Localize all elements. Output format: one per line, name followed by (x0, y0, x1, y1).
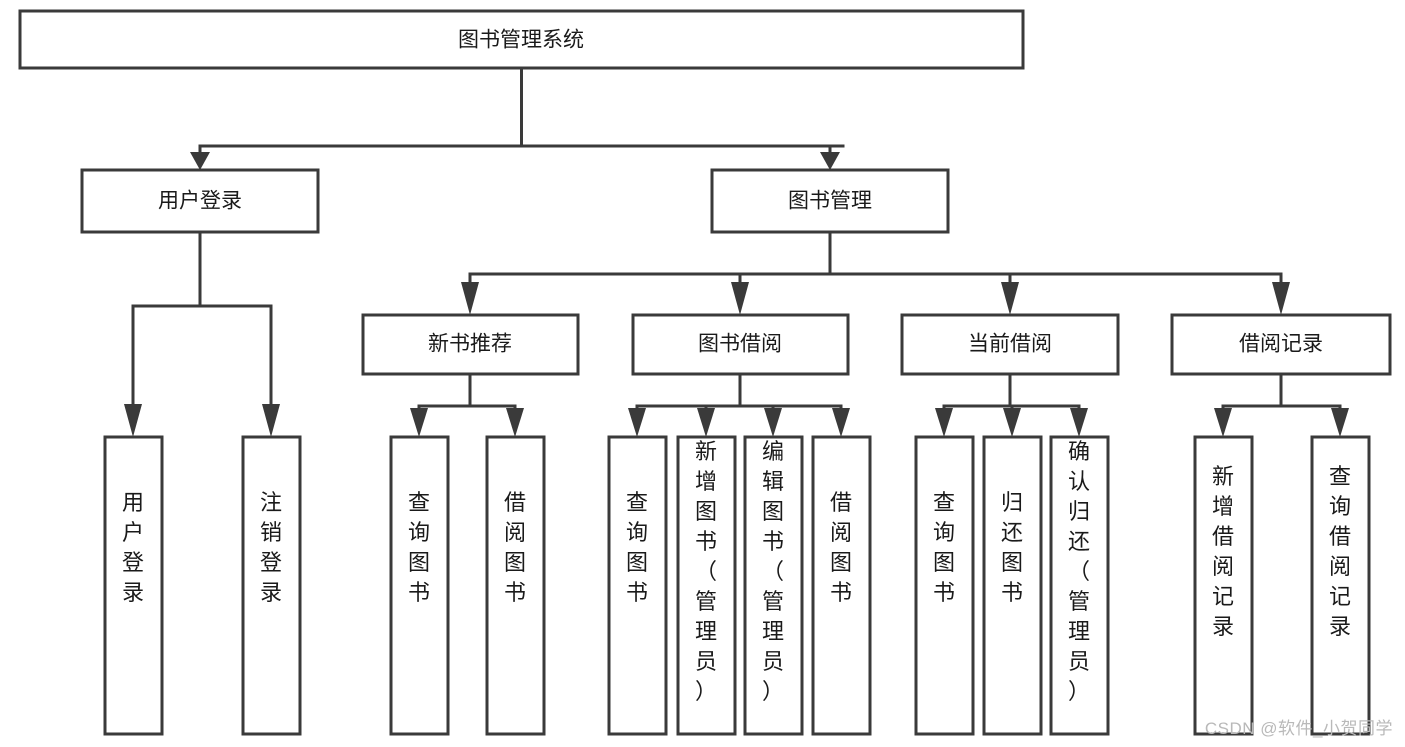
arrow-to-book-mgmt (820, 152, 840, 170)
arrow-book-borrow-leaf2 (764, 408, 782, 437)
node-current-borrow-label: 当前借阅 (968, 333, 1052, 356)
leaf-current-borrow-2-box[interactable] (1049, 435, 1110, 736)
arrow-user-login-leaf0 (124, 404, 142, 437)
node-user-login[interactable]: 用户登录 (80, 168, 320, 234)
leaf-user-login-0-label: 用户登录 (122, 490, 144, 605)
leaf-book-borrow-2-box[interactable] (743, 435, 804, 736)
leaf-borrow-record-1-box[interactable] (1310, 435, 1371, 736)
leaf-book-borrow-3[interactable]: 借阅图书 (811, 435, 872, 736)
leaf-current-borrow-1-label: 归还图书 (1001, 490, 1023, 605)
leaf-user-login-0[interactable]: 用户登录 (103, 435, 164, 736)
arrow-user-login-leaf1 (262, 404, 280, 437)
leaf-user-login-1-box[interactable] (241, 435, 302, 736)
node-root-box[interactable] (18, 9, 1025, 70)
arrow-to-new-book (461, 282, 479, 315)
arrow-to-borrow-record (1272, 282, 1290, 315)
node-book-borrow[interactable]: 图书借阅 (631, 313, 850, 376)
leaf-book-borrow-1-box[interactable] (676, 435, 737, 736)
leaf-borrow-record-0-label: 新增借阅记录 (1212, 464, 1234, 639)
node-user-login-box[interactable] (80, 168, 320, 234)
leaf-new-book-0-box[interactable] (389, 435, 450, 736)
node-new-book-recommend-label: 新书推荐 (428, 333, 512, 356)
node-current-borrow-box[interactable] (900, 313, 1120, 376)
leaf-current-borrow-0-box[interactable] (914, 435, 975, 736)
node-current-borrow[interactable]: 当前借阅 (900, 313, 1120, 376)
leaf-book-borrow-0[interactable]: 查询图书 (607, 435, 668, 736)
arrow-to-current-borrow (1001, 282, 1019, 315)
node-book-borrow-label: 图书借阅 (698, 333, 782, 356)
arrow-borrow-record-leaf1 (1331, 408, 1349, 437)
node-book-management-label: 图书管理 (788, 190, 872, 213)
node-book-management-box[interactable] (710, 168, 950, 234)
arrow-to-user-login (190, 152, 210, 170)
leaf-borrow-record-1[interactable]: 查询借阅记录 (1310, 435, 1371, 736)
leaf-book-borrow-3-label: 借阅图书 (830, 490, 852, 605)
leaf-new-book-0-label: 查询图书 (408, 490, 430, 605)
node-borrow-record-label: 借阅记录 (1239, 333, 1323, 356)
arrow-current-borrow-leaf2 (1070, 408, 1088, 437)
leaf-book-borrow-0-label: 查询图书 (626, 490, 648, 605)
node-user-login-label: 用户登录 (158, 190, 242, 213)
node-borrow-record[interactable]: 借阅记录 (1170, 313, 1392, 376)
arrow-book-borrow-leaf3 (832, 408, 850, 437)
arrow-borrow-record-leaf0 (1214, 408, 1232, 437)
leaf-new-book-1-box[interactable] (485, 435, 546, 736)
leaf-new-book-1[interactable]: 借阅图书 (485, 435, 546, 736)
leaf-user-login-1-label: 注销登录 (260, 490, 282, 605)
arrow-book-borrow-leaf1 (697, 408, 715, 437)
node-new-book-recommend-box[interactable] (361, 313, 580, 376)
node-root[interactable]: 图书管理系统 (18, 9, 1025, 70)
leaf-borrow-record-1-label: 查询借阅记录 (1329, 464, 1351, 639)
leaf-current-borrow-0-label: 查询图书 (933, 490, 955, 605)
node-borrow-record-box[interactable] (1170, 313, 1392, 376)
leaf-current-borrow-1-box[interactable] (982, 435, 1043, 736)
leaf-book-borrow-3-box[interactable] (811, 435, 872, 736)
leaf-current-borrow-2-label: 确认归还（管理员） (1068, 439, 1090, 704)
leaf-book-borrow-1[interactable]: 新增图书（管理员） (676, 435, 737, 736)
arrow-new-book-leaf1 (506, 408, 524, 437)
arrow-current-borrow-leaf1 (1003, 408, 1021, 437)
node-book-management[interactable]: 图书管理 (710, 168, 950, 234)
leaf-book-borrow-1-label: 新增图书（管理员） (695, 439, 717, 704)
leaf-book-borrow-2[interactable]: 编辑图书（管理员） (743, 435, 804, 736)
leaf-current-borrow-2[interactable]: 确认归还（管理员） (1049, 435, 1110, 736)
leaf-book-borrow-2-label: 编辑图书（管理员） (762, 439, 784, 704)
leaf-user-login-0-box[interactable] (103, 435, 164, 736)
arrow-new-book-leaf0 (410, 408, 428, 437)
arrow-current-borrow-leaf0 (935, 408, 953, 437)
arrow-book-borrow-leaf0 (628, 408, 646, 437)
leaf-new-book-0[interactable]: 查询图书 (389, 435, 450, 736)
node-root-label: 图书管理系统 (458, 29, 584, 52)
connector-layer (124, 66, 1349, 437)
leaf-new-book-1-label: 借阅图书 (504, 490, 526, 605)
node-new-book-recommend[interactable]: 新书推荐 (361, 313, 580, 376)
leaf-current-borrow-0[interactable]: 查询图书 (914, 435, 975, 736)
leaf-current-borrow-1[interactable]: 归还图书 (982, 435, 1043, 736)
leaf-user-login-1[interactable]: 注销登录 (241, 435, 302, 736)
leaf-borrow-record-0[interactable]: 新增借阅记录 (1193, 435, 1254, 736)
leaf-book-borrow-0-box[interactable] (607, 435, 668, 736)
arrow-to-book-borrow (731, 282, 749, 315)
leaf-borrow-record-0-box[interactable] (1193, 435, 1254, 736)
node-book-borrow-box[interactable] (631, 313, 850, 376)
